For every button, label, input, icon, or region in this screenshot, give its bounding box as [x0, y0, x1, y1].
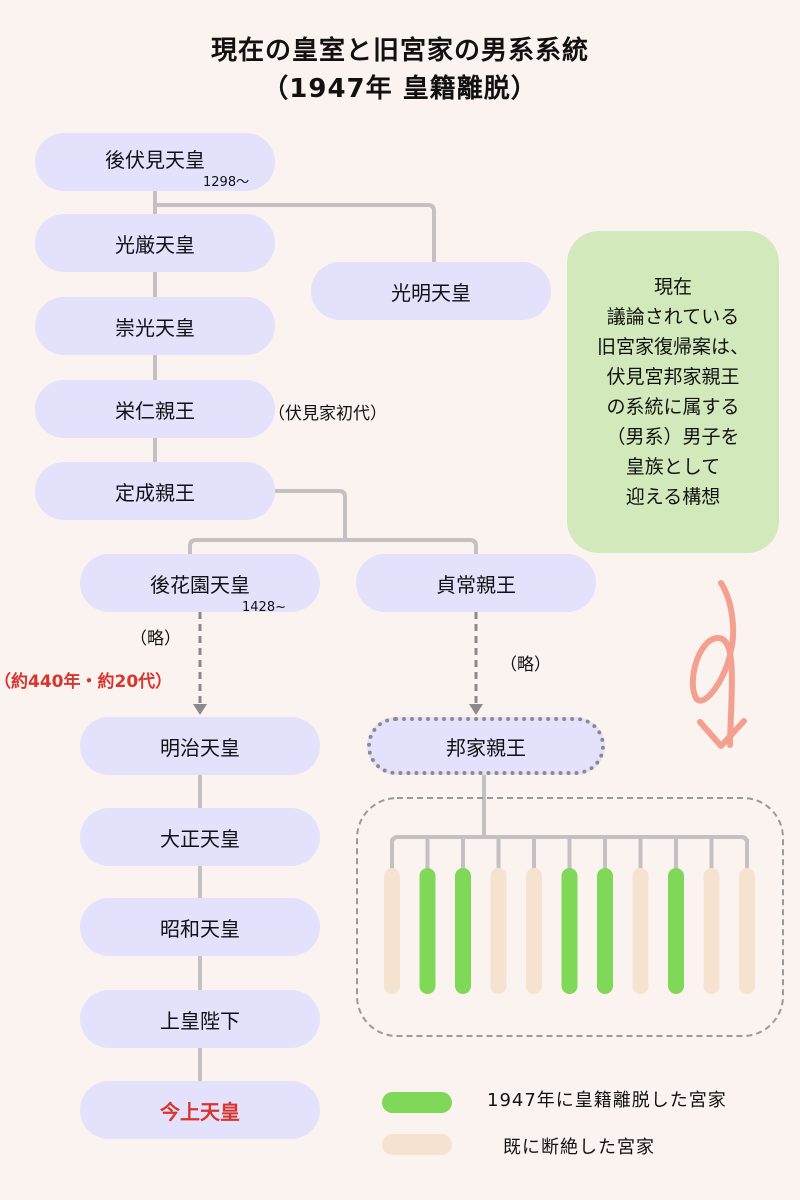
legend-swatch-extinct [382, 1134, 452, 1155]
node-yoshihito: 栄仁親王 [35, 380, 275, 438]
callout-line: 迎える構想 [625, 486, 721, 508]
house-bar-left1947 [455, 868, 471, 994]
omitted-left: （略） [130, 629, 181, 649]
legend-label-left1947: 1947年に皇籍離脱した宮家 [487, 1090, 727, 1111]
house-bar-left1947 [597, 868, 613, 994]
node-kogon: 光厳天皇 [35, 214, 275, 272]
node-sadafusa: 定成親王 [35, 462, 275, 520]
curly-arrowhead-icon [697, 718, 747, 749]
node-sadatsune: 貞常親王 [356, 554, 596, 612]
arrowhead-right-icon [469, 704, 483, 715]
node-label: 後伏見天皇 [105, 147, 205, 172]
node-taisho: 大正天皇 [80, 808, 320, 866]
omitted-right: （略） [500, 655, 551, 675]
house-bar-left1947 [561, 868, 578, 994]
callout-line: 伏見宮邦家親王 [606, 366, 740, 388]
branch-sadafusa [275, 489, 347, 540]
callout-line: 皇族として [625, 456, 721, 478]
curly-arrow-icon [689, 580, 737, 748]
house-bar-extinct [739, 868, 755, 994]
node-meiji: 明治天皇 [80, 717, 320, 775]
house-bar-extinct [703, 868, 720, 994]
year-gofushimi: 1298〜 [203, 175, 250, 190]
branch-split [188, 538, 478, 554]
node-gofushimi: 後伏見天皇 [35, 133, 275, 191]
note-fushimi-founder: （伏見家初代） [268, 404, 387, 424]
node-komyo: 光明天皇 [311, 262, 551, 320]
callout-line: （男系）男子を [606, 426, 740, 448]
house-bar-extinct [490, 868, 507, 994]
node-kuniie: 邦家親王 [367, 717, 605, 775]
callout-line: 現在 [653, 276, 692, 298]
house-bar-extinct [526, 868, 542, 994]
span-note: （約440年・約20代） [0, 672, 173, 692]
legend-swatch-left1947 [382, 1092, 452, 1113]
callout-note: 現在議論されている旧宮家復帰案は、伏見宮邦家親王の系統に属する （男系）男子を皇族… [567, 231, 779, 553]
callout-line: 議論されている [606, 306, 740, 328]
node-jokou: 上皇陛下 [80, 990, 320, 1048]
house-bar-left1947 [419, 868, 436, 994]
node-suko: 崇光天皇 [35, 297, 275, 355]
arrowhead-left-icon [193, 704, 207, 715]
houses-box [356, 797, 784, 1037]
legend-label-extinct: 既に断絶した宮家 [503, 1137, 655, 1158]
node-gohanazono: 後花園天皇 [80, 554, 320, 612]
node-kinjo: 今上天皇 [80, 1081, 320, 1139]
callout-line: の系統に属する [606, 396, 740, 418]
callout-line: 旧宮家復帰案は、 [596, 336, 749, 358]
house-bar-extinct [384, 868, 400, 994]
house-bar-extinct [632, 868, 649, 994]
year-gohanazono: 1428~ [242, 600, 286, 615]
title-line1: 現在の皇室と旧宮家の男系系統 [210, 36, 589, 66]
house-bar-left1947 [668, 868, 684, 994]
node-showa: 昭和天皇 [80, 898, 320, 956]
branch-komyo [155, 203, 436, 262]
title-line2: （1947年 皇籍離脱） [262, 74, 538, 104]
